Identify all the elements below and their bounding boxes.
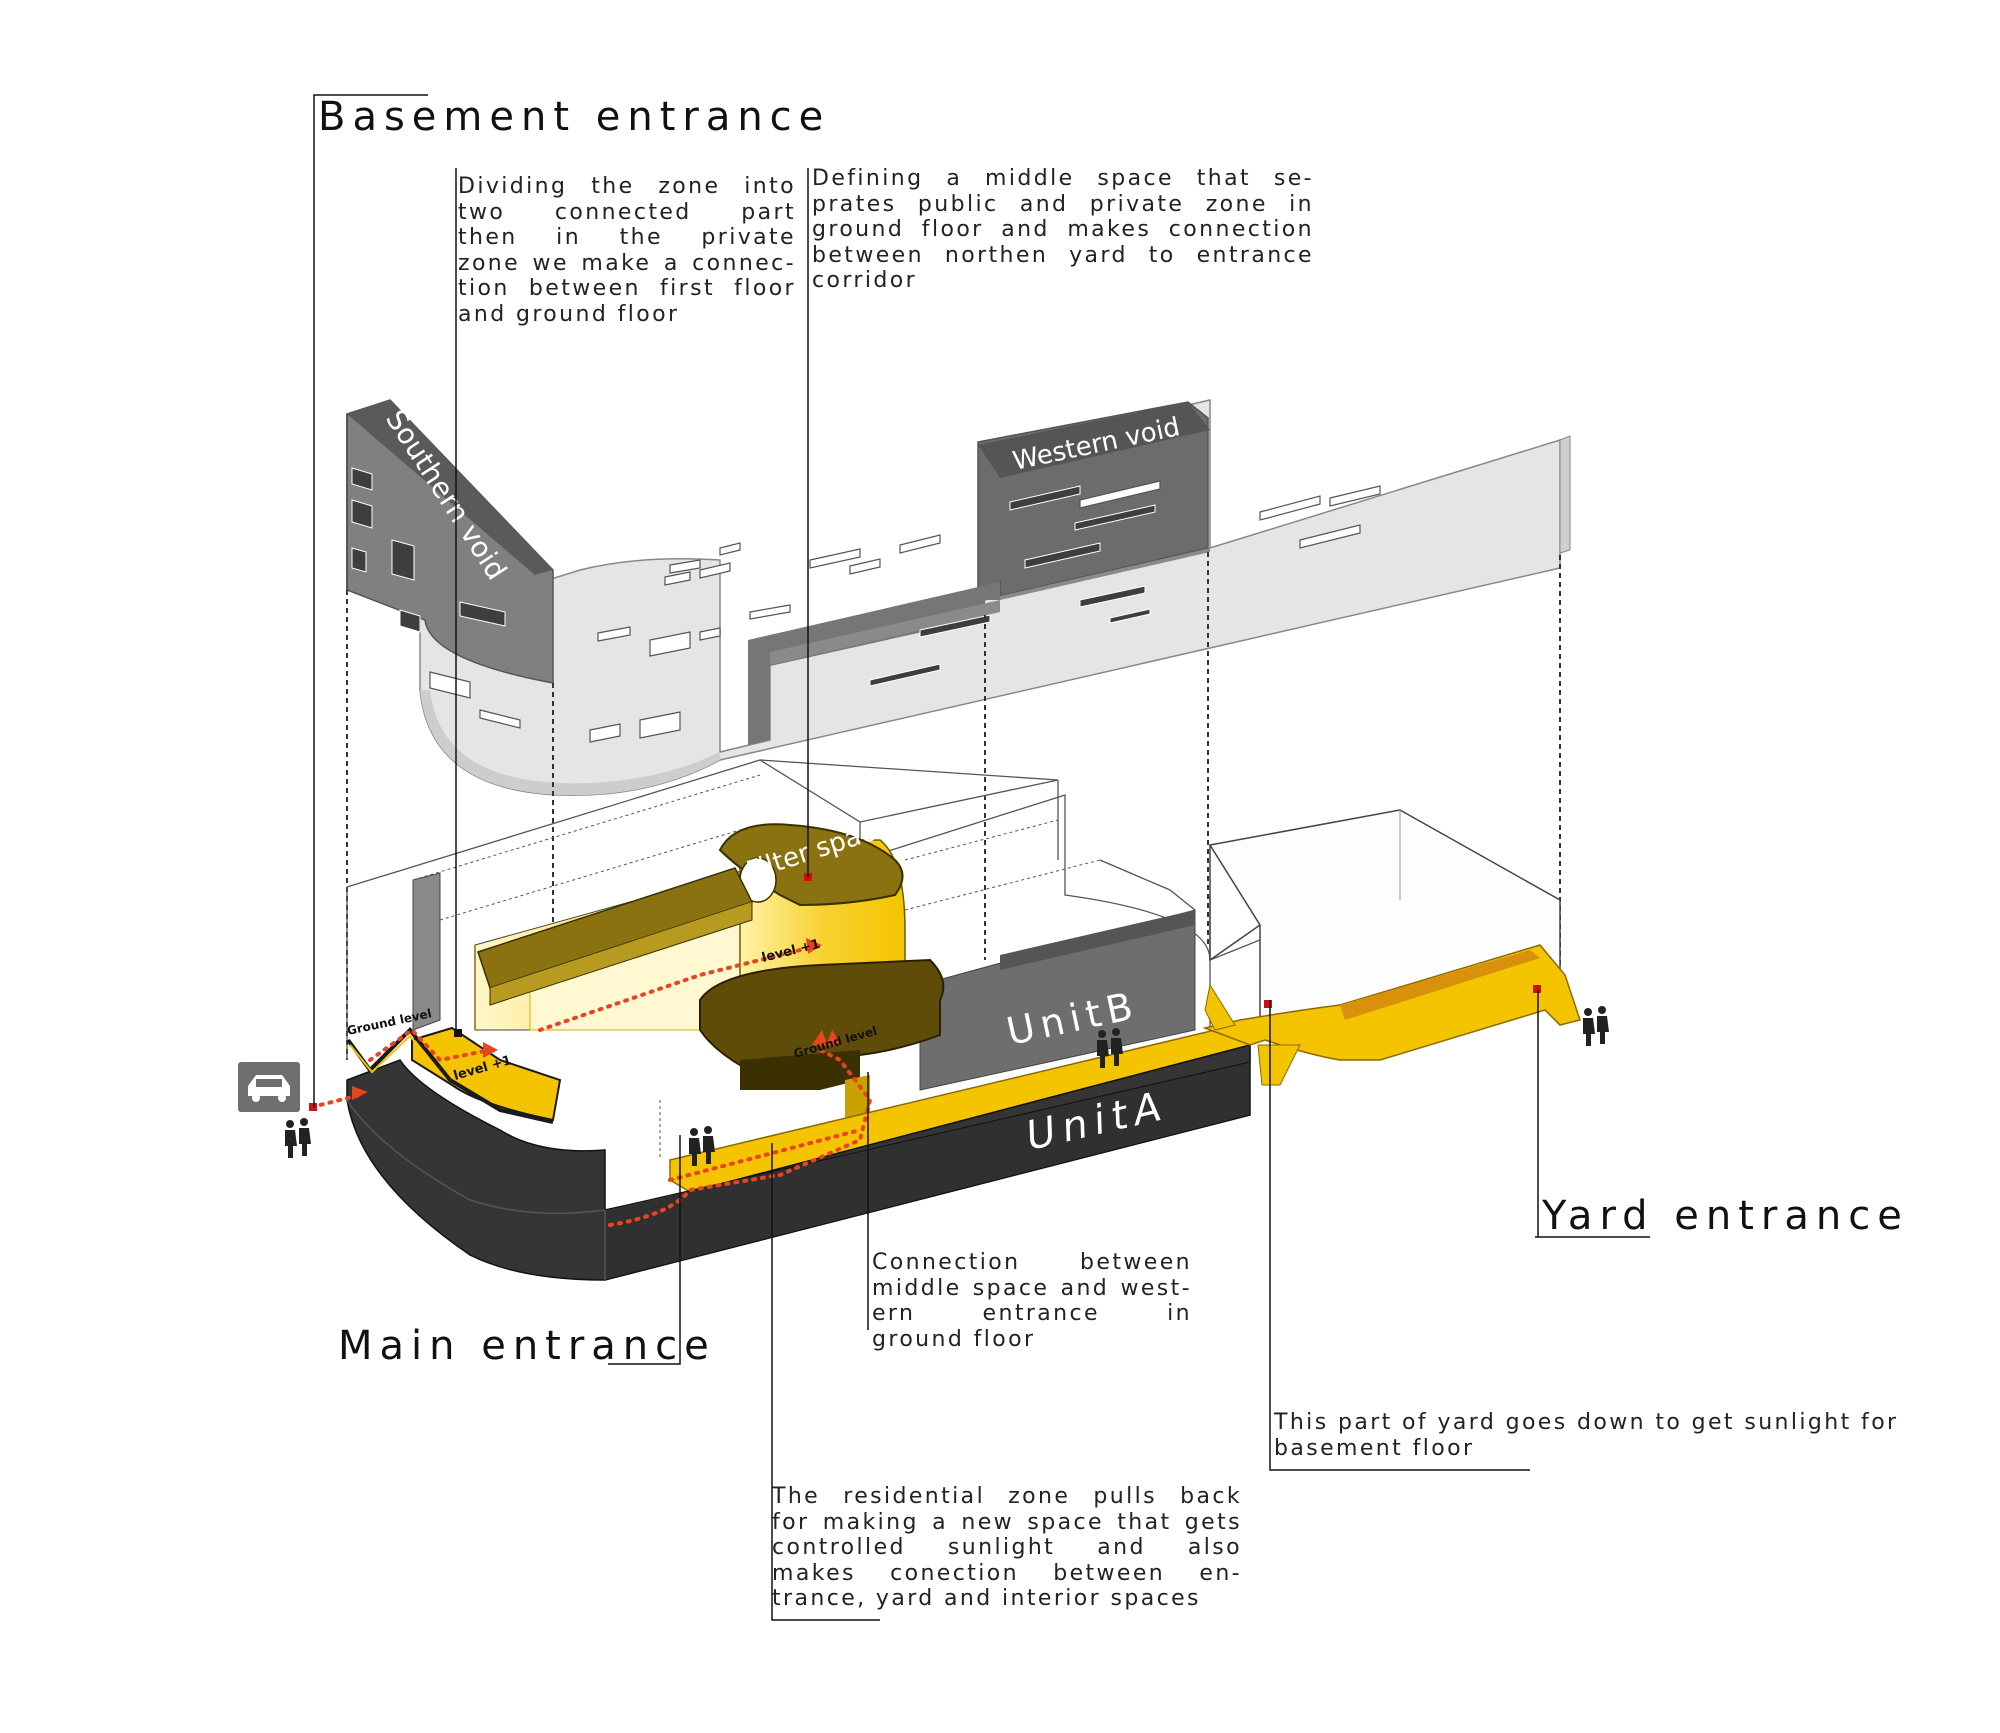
defining-note: Defining a middle space that se- prates … (812, 166, 1314, 294)
facade-windows (429, 480, 1381, 743)
connection-line-4: ground floor (872, 1326, 1036, 1352)
defining-line-1: Defining a middle space that se- (812, 166, 1314, 191)
main-path (668, 1128, 862, 1182)
basement-entrance-title: Basement entrance (318, 94, 831, 140)
ground-level-left-label: Ground level (346, 1006, 433, 1038)
connection-line-2: middle space and west- (872, 1275, 1192, 1301)
dividing-note: Dividing the zone into two connected par… (458, 174, 796, 328)
lower-mass (346, 759, 1581, 1281)
connection-note: Connection between middle space and west… (872, 1250, 1192, 1352)
yard-part-note: This part of yard goes down to get sunli… (1274, 1410, 1914, 1461)
ground-path (608, 1048, 873, 1227)
dividing-line-1: Dividing the zone into (458, 174, 796, 199)
main-entrance-title: Main entrance (338, 1323, 716, 1369)
defining-line-4: between northen yard to entrance (812, 242, 1314, 268)
defining-line-3: ground floor and makes connection (812, 217, 1314, 243)
dividing-line-4: zone we make a connec- (458, 250, 796, 276)
defining-line-5: corridor (812, 268, 918, 294)
upper-facade (346, 399, 1571, 796)
facade-end-cap (1559, 435, 1571, 554)
level1-path (538, 943, 822, 1032)
yard-walkway-top (1340, 950, 1540, 1020)
residential-line-3: controlled sunlight and also (772, 1535, 1242, 1561)
yardpart-line-1: This part of yard goes down to get sunli… (1274, 1410, 1899, 1435)
southern-void-top (347, 400, 553, 575)
residential-line-5: trance, yard and interior spaces (772, 1586, 1201, 1612)
ramp-path (368, 1027, 492, 1063)
yardpart-line-2: basement floor (1274, 1435, 1475, 1461)
connection-line-1: Connection between (872, 1250, 1192, 1275)
dividing-line-6: and ground floor (458, 301, 680, 327)
western-void-top (978, 402, 1210, 478)
car-icon (238, 1062, 300, 1112)
left-wall (412, 872, 441, 1031)
dividing-line-2: two connected part (458, 199, 796, 225)
void-windows (351, 467, 1156, 687)
residential-note: The residential zone pulls back for maki… (772, 1484, 1242, 1612)
western-lower-wall-2 (770, 548, 1210, 665)
dividing-line-3: then in the private (458, 225, 796, 251)
circulation-paths (310, 943, 873, 1227)
residential-line-1: The residential zone pulls back (772, 1484, 1242, 1509)
yard-entrance-title: Yard entrance (1542, 1193, 1909, 1239)
path-arrows (352, 938, 842, 1100)
unit-b-top (1000, 910, 1195, 970)
defining-line-2: prates public and private zone in (812, 191, 1314, 217)
residential-line-2: for making a new space that gets (772, 1509, 1242, 1535)
yard-column (1257, 1044, 1301, 1086)
pedestrian-icon (285, 1006, 1609, 1166)
leader-lines (313, 94, 1539, 1621)
left-ramp (411, 1026, 562, 1122)
residential-line-4: makes conection between en- (772, 1560, 1242, 1586)
connection-line-3: ern entrance in (872, 1301, 1192, 1327)
basement-path (310, 1093, 362, 1109)
dividing-line-5: tion between first floor (458, 276, 796, 302)
